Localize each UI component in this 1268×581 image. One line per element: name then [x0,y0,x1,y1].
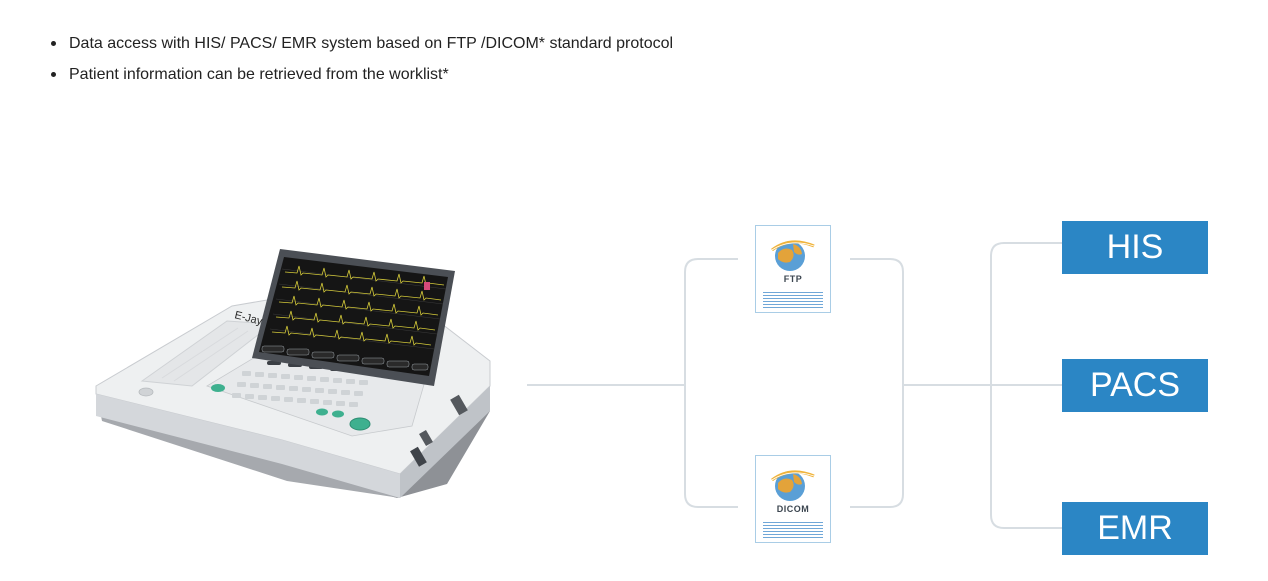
bullet-item-worklist: Patient information can be retrieved fro… [48,59,673,90]
pacs-system-box: PACS [1062,359,1208,412]
dicom-protocol-card: DICOM [755,455,831,543]
globe-icon [771,240,815,271]
ftp-label: FTP [783,274,803,284]
feature-bullet-list: Data access with HIS/ PACS/ EMR system b… [48,28,673,90]
dicom-card-lines [763,522,823,538]
ecg-device-image: E-Jay [95,249,491,498]
globe-icon [771,470,815,501]
ftp-card-lines [763,292,823,308]
emr-system-box: EMR [1062,502,1208,555]
bullet-item-data-access: Data access with HIS/ PACS/ EMR system b… [48,28,673,59]
ftp-protocol-card: FTP [755,225,831,313]
dicom-label: DICOM [776,504,810,514]
his-system-box: HIS [1062,221,1208,274]
